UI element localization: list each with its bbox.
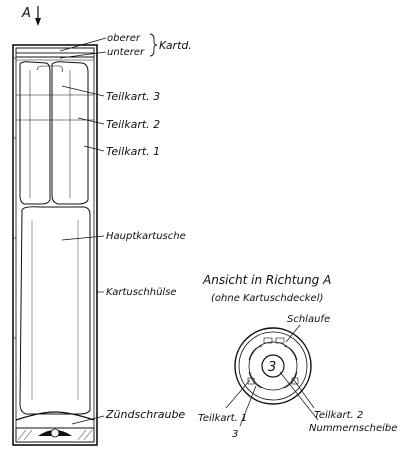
detail-top-view — [225, 324, 319, 427]
cartridge-lids — [15, 47, 95, 61]
detail-center-number: 3 — [268, 360, 276, 375]
label-teilkart-3: Teilkart. 3 — [106, 90, 160, 103]
detail-label-teilkart-1-sub: 3 — [232, 429, 238, 440]
view-marker-letter: A — [21, 6, 31, 21]
label-zuendschraube: Zündschraube — [105, 408, 185, 421]
label-teilkart-2: Teilkart. 2 — [106, 118, 160, 131]
primer-base — [15, 411, 95, 443]
label-kartd: Kartd. — [159, 39, 192, 52]
detail-label-schlaufe: Schlaufe — [287, 314, 330, 325]
label-kartuschhuelse: Kartuschhülse — [106, 287, 177, 298]
detail-subtitle: (ohne Kartuschdeckel) — [211, 293, 323, 304]
detail-label-teilkart-1: Teilkart. 1 — [198, 413, 247, 424]
partial-charges — [16, 61, 94, 205]
label-unterer: unterer — [107, 47, 145, 58]
view-arrow — [35, 6, 41, 26]
label-oberer: oberer — [107, 33, 141, 44]
detail-title: Ansicht in Richtung A — [202, 273, 331, 287]
label-teilkart-1: Teilkart. 1 — [106, 145, 160, 158]
leader-lines — [59, 37, 107, 425]
cartridge-case — [12, 44, 98, 446]
main-charge — [19, 206, 91, 415]
detail-label-teilkart-2: Teilkart. 2 — [314, 410, 363, 421]
label-hauptkartusche: Hauptkartusche — [106, 231, 186, 242]
detail-label-nummernscheibe: Nummernscheibe — [309, 423, 397, 434]
number-disc — [261, 354, 285, 378]
lid-brace — [149, 33, 158, 57]
